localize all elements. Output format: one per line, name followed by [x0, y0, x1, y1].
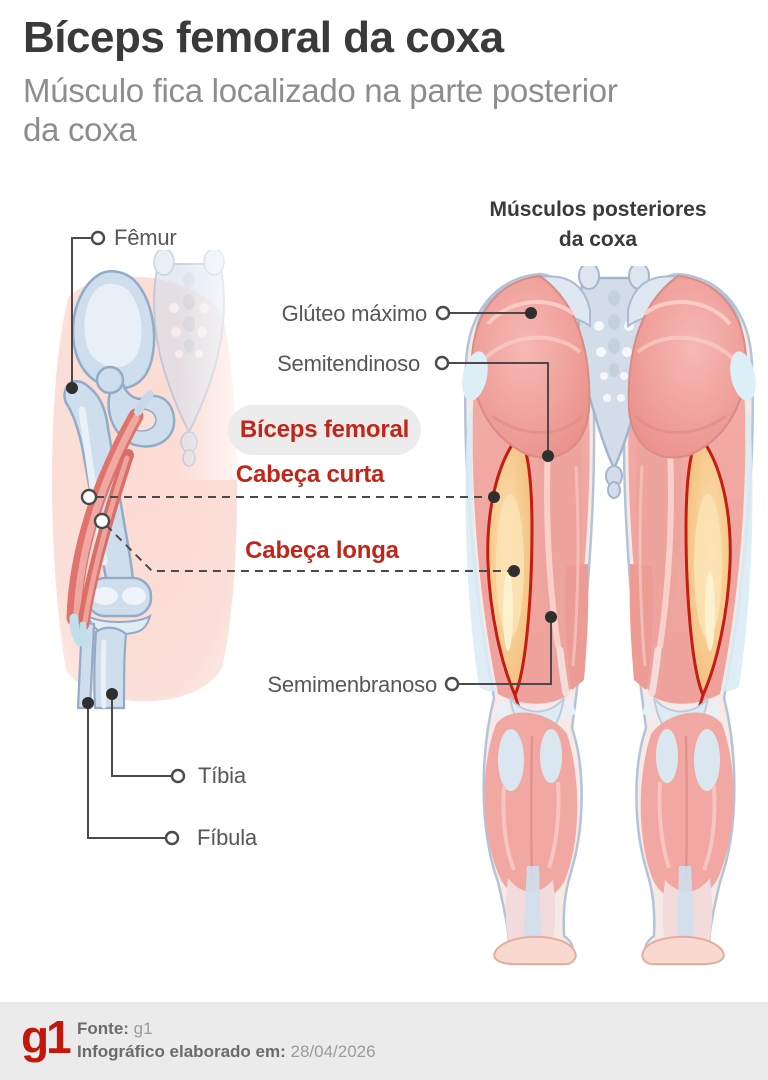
right-illustration-heading: Músculos posteriores da coxa [448, 195, 748, 256]
label-femur: Fêmur [114, 225, 177, 250]
label-semitendinoso: Semitendinoso [277, 351, 420, 376]
label-cabeca-curta: Cabeça curta [235, 461, 385, 488]
page-title: Bíceps femoral da coxa [23, 13, 504, 62]
footer-date-label: Infográfico elaborado em: [77, 1042, 286, 1061]
pelvis-bone [71, 270, 176, 448]
footer-date-line: Infográfico elaborado em: 28/04/2026 [77, 1040, 376, 1063]
label-fibula: Fíbula [197, 825, 257, 850]
gluteo-ring [435, 305, 451, 321]
fibula-ring [164, 830, 180, 846]
muscles-illustration [462, 266, 756, 966]
page-subtitle: Músculo fica localizado na parte posteri… [23, 72, 618, 148]
label-cabeca-longa: Cabeça longa [245, 537, 399, 564]
footer-date-value: 28/04/2026 [290, 1042, 376, 1061]
heading-line-2: da coxa [558, 228, 638, 252]
right-glute [627, 274, 756, 459]
footer-credits: Fonte: g1 Infográfico elaborado em: 28/0… [77, 1017, 376, 1063]
biceps-muscle-bands [66, 390, 154, 648]
bones-illustration [51, 250, 250, 710]
right-leg [622, 272, 754, 966]
footer-source-value: g1 [133, 1019, 153, 1038]
biceps-femoral-badge-label: Bíceps femoral [239, 416, 410, 443]
footer-source-line: Fonte: g1 [77, 1017, 376, 1040]
footer-bar: g1 Fonte: g1 Infográfico elaborado em: 2… [0, 1002, 768, 1080]
footer-source-label: Fonte: [77, 1019, 129, 1038]
femur-ring [90, 230, 106, 246]
label-semimenbranoso: Semimenbranoso [267, 672, 437, 697]
tibia-ring [170, 768, 186, 784]
biceps-femoral-badge: Bíceps femoral [228, 405, 421, 455]
label-gluteo-maximo: Glúteo máximo [281, 301, 428, 326]
heading-line-1: Músculos posteriores [489, 198, 707, 221]
label-tibia: Tíbia [198, 763, 246, 788]
semitendinoso-ring [434, 355, 450, 371]
g1-logo: g1 [21, 1011, 72, 1063]
